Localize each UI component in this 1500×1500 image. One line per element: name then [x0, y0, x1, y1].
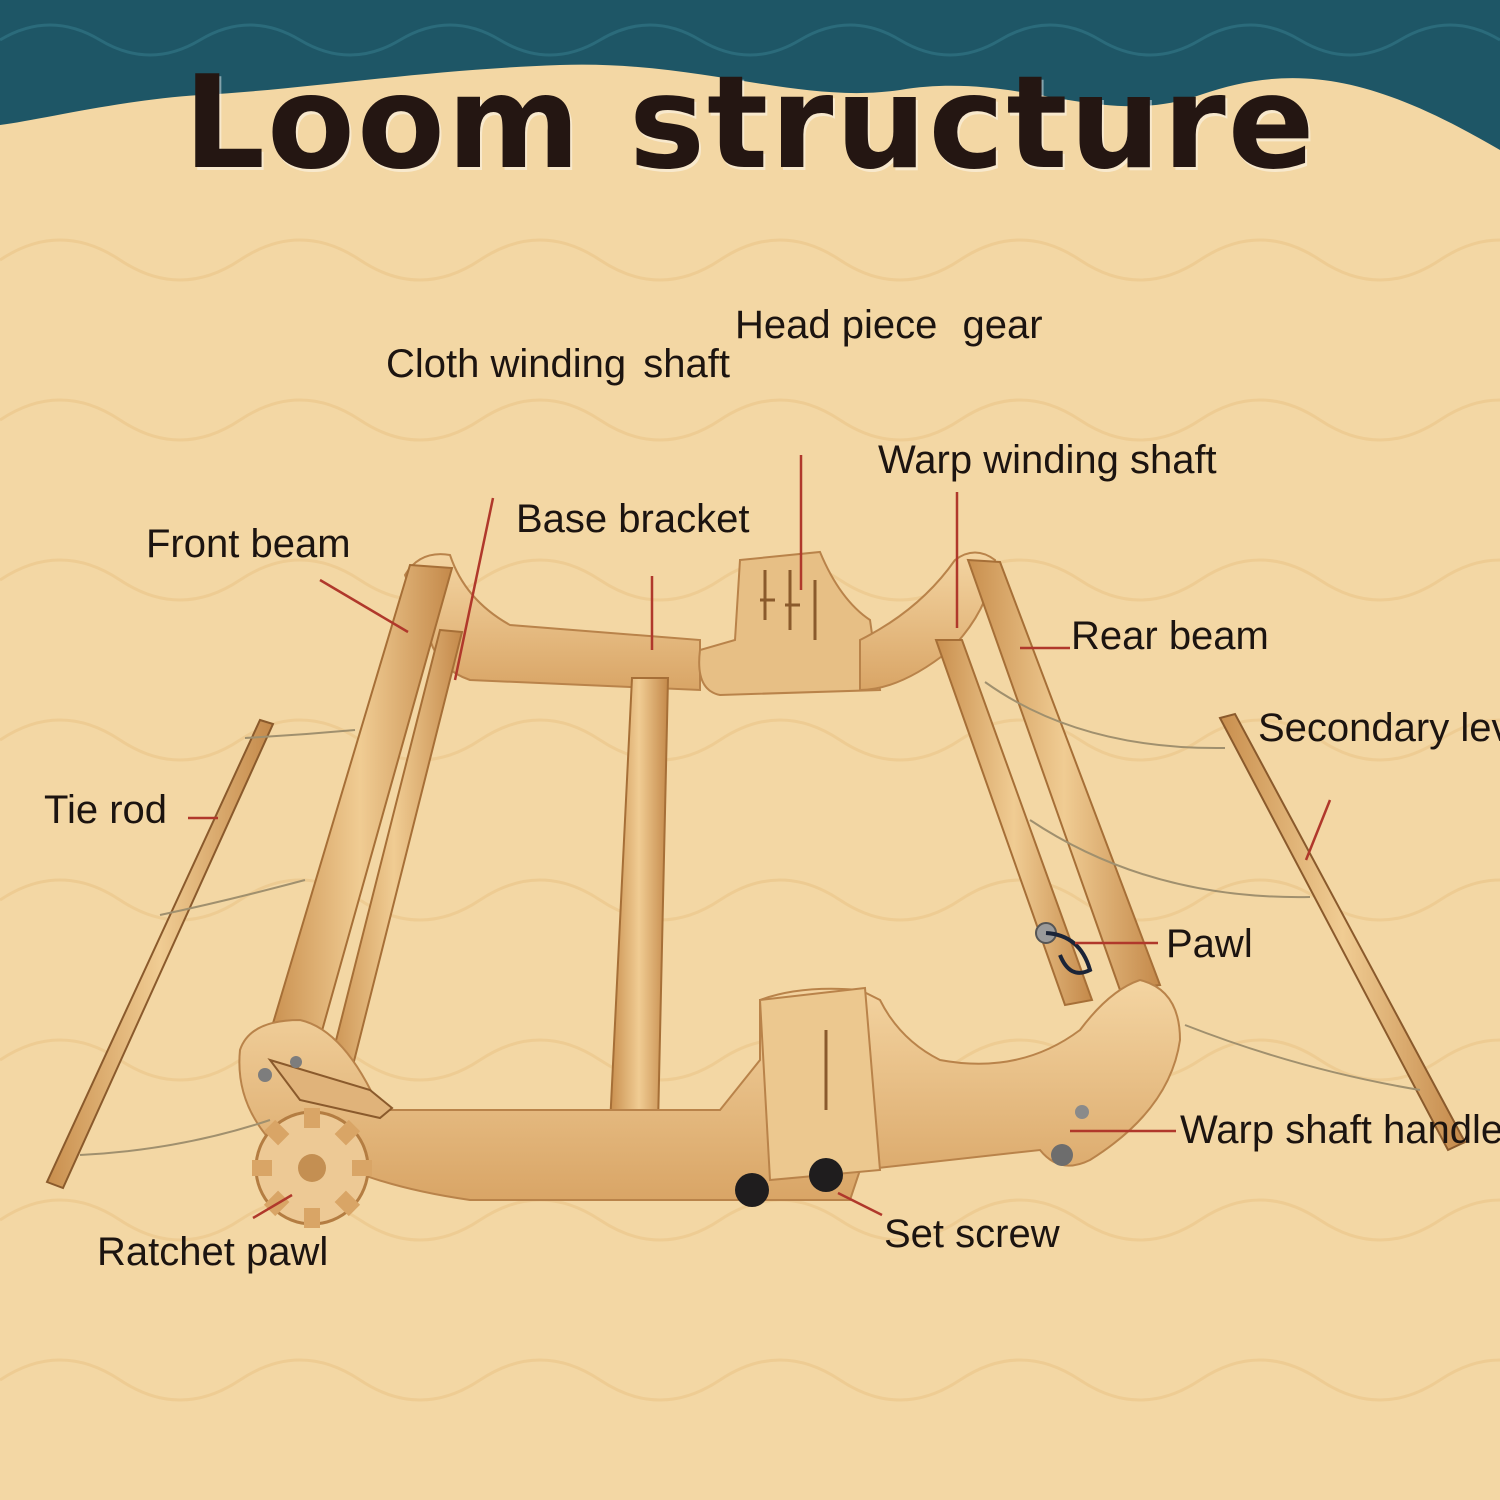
- label-secondary-lever: Secondary lever: [1258, 704, 1500, 753]
- front-upright-block: [758, 986, 882, 1182]
- top-banner: [0, 0, 1500, 150]
- cloth-winding-shaft-line-1: Cloth: [386, 342, 480, 386]
- banner-wave-texture: [0, 23, 1500, 57]
- cloth-winding-shaft-line-2: winding: [490, 342, 627, 386]
- pawl-pivot: [258, 1068, 272, 1082]
- warp-shaft-handle-line-1: Warp shaft: [1180, 1108, 1372, 1152]
- loom: [45, 550, 1467, 1228]
- warp-shaft-handle-line-2: handle: [1383, 1108, 1500, 1152]
- head-piece-gear-line-1: Head: [735, 303, 831, 347]
- tie-strings: [79, 681, 1421, 1156]
- label-base-bracket: Base bracket: [516, 497, 750, 541]
- head-piece-gear-slots: [760, 570, 817, 640]
- label-cloth-winding-shaft: Cloth winding shaft: [386, 340, 730, 389]
- label-tie-rod: Tie rod: [44, 788, 168, 832]
- head-piece-gear-line-3: gear: [962, 303, 1043, 347]
- label-set-screw: Set screw: [884, 1212, 1060, 1256]
- label-front-beam: Front beam: [146, 522, 351, 566]
- center-brace: [608, 677, 670, 1126]
- rear-beam-rod: [966, 558, 1162, 992]
- label-rear-beam: Rear beam: [1071, 614, 1269, 658]
- secondary-lever-line-1: Secondary: [1258, 706, 1450, 750]
- front-side-frame: [238, 978, 1182, 1201]
- secondary-lever-stick: [1218, 712, 1467, 1152]
- leader-lines: [188, 455, 1332, 1220]
- label-head-piece-gear: Head piece gear: [735, 301, 1043, 350]
- set-screw-knobs: [735, 1158, 843, 1207]
- label-pawl: Pawl: [1166, 922, 1253, 966]
- pawl-pivot-2: [290, 1056, 302, 1068]
- tie-rod-stick: [45, 718, 275, 1190]
- ratchet-pawl-lever: [267, 1058, 394, 1120]
- pawl-spring: [1045, 931, 1093, 975]
- warp-shaft-handle-bolt: [1051, 1144, 1073, 1166]
- label-warp-shaft-handle: Warp shaft handle: [1180, 1106, 1500, 1155]
- ratchet-gear: [252, 1108, 372, 1228]
- label-warp-winding-shaft: Warp winding shaft: [878, 438, 1217, 482]
- page-title: Loom structure: [183, 49, 1317, 198]
- cloth-winding-shaft-line-3: shaft: [643, 342, 731, 386]
- warp-winding-shaft-rod: [934, 639, 1094, 1007]
- head-piece-gear-line-2: piece: [841, 303, 938, 347]
- label-ratchet-pawl: Ratchet pawl: [97, 1230, 329, 1274]
- warp-shaft-handle-screw: [1075, 1105, 1089, 1119]
- secondary-lever-line-2: lever: [1460, 706, 1500, 750]
